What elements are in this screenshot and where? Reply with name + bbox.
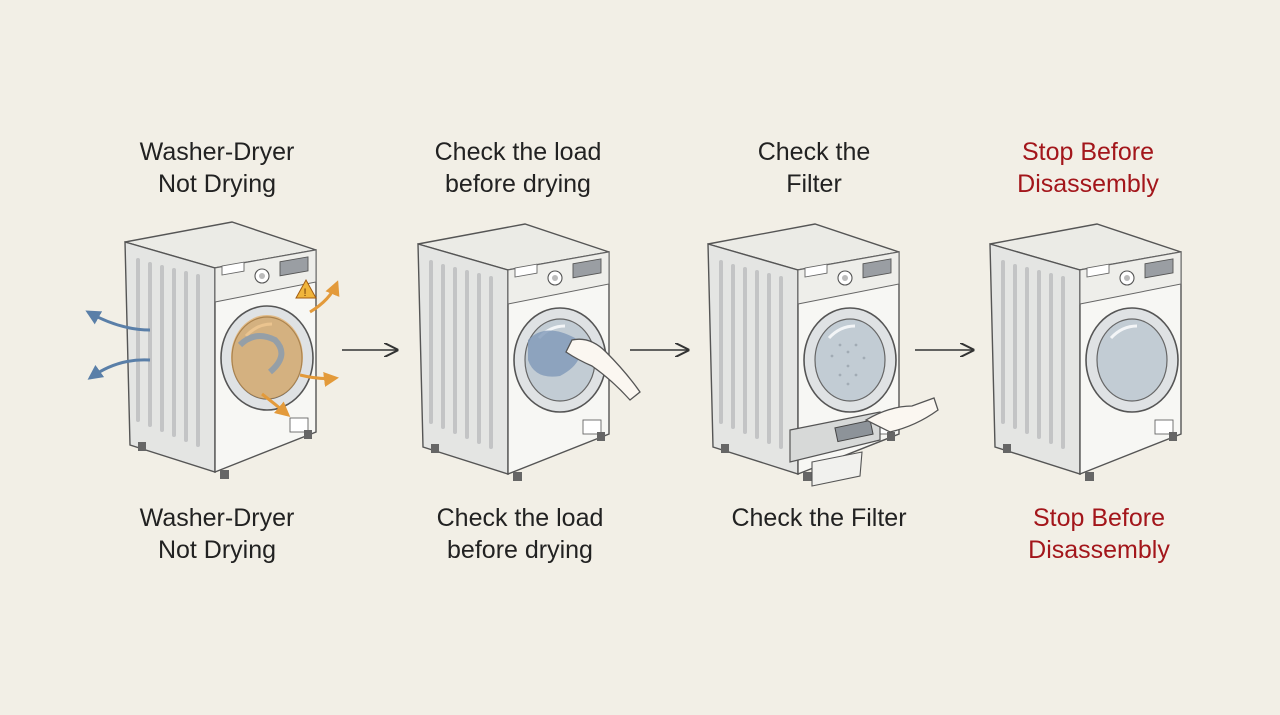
washer-4-illustration [988,222,1183,482]
washer-1-illustration: ! [85,220,340,480]
warning-icon [295,278,317,299]
hand-icon [864,397,939,433]
step-3-caption: Check the Filter [731,504,907,532]
laundry-load [528,330,580,377]
washer-2-illustration [416,222,641,482]
svg-text:!: ! [303,287,306,299]
washer-3-illustration [706,222,939,487]
lint-filter [834,419,874,443]
hand-icon [565,338,641,401]
hot-drum-glow [231,315,303,399]
